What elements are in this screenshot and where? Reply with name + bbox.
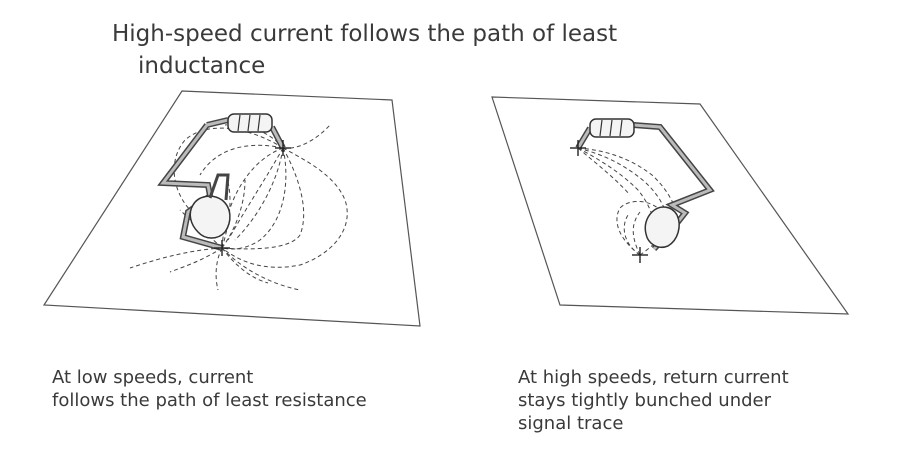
left-capacitor [189, 173, 231, 239]
left-board-diagram [42, 90, 421, 327]
title-line-1: High-speed current follows the path of l… [112, 21, 618, 47]
right-caption-line-1: At high speeds, return current [518, 367, 789, 388]
left-caption-line-1: At low speeds, current [52, 367, 254, 388]
left-via-markers [214, 140, 291, 256]
right-caption-line-3: signal trace [518, 413, 624, 434]
left-caption: At low speeds, current follows the path … [52, 366, 472, 412]
title-line-2: inductance [138, 53, 266, 79]
left-board [42, 90, 421, 327]
right-board-diagram [491, 96, 850, 315]
right-via-markers [570, 140, 648, 263]
right-capacitor [644, 206, 680, 248]
left-resistor [227, 113, 273, 133]
right-resistor [589, 118, 635, 138]
diagram-title: High-speed current follows the path of l… [112, 18, 712, 82]
left-caption-line-2: follows the path of least resistance [52, 390, 367, 411]
right-caption: At high speeds, return current stays tig… [518, 366, 898, 435]
right-caption-line-2: stays tightly bunched under [518, 390, 772, 411]
